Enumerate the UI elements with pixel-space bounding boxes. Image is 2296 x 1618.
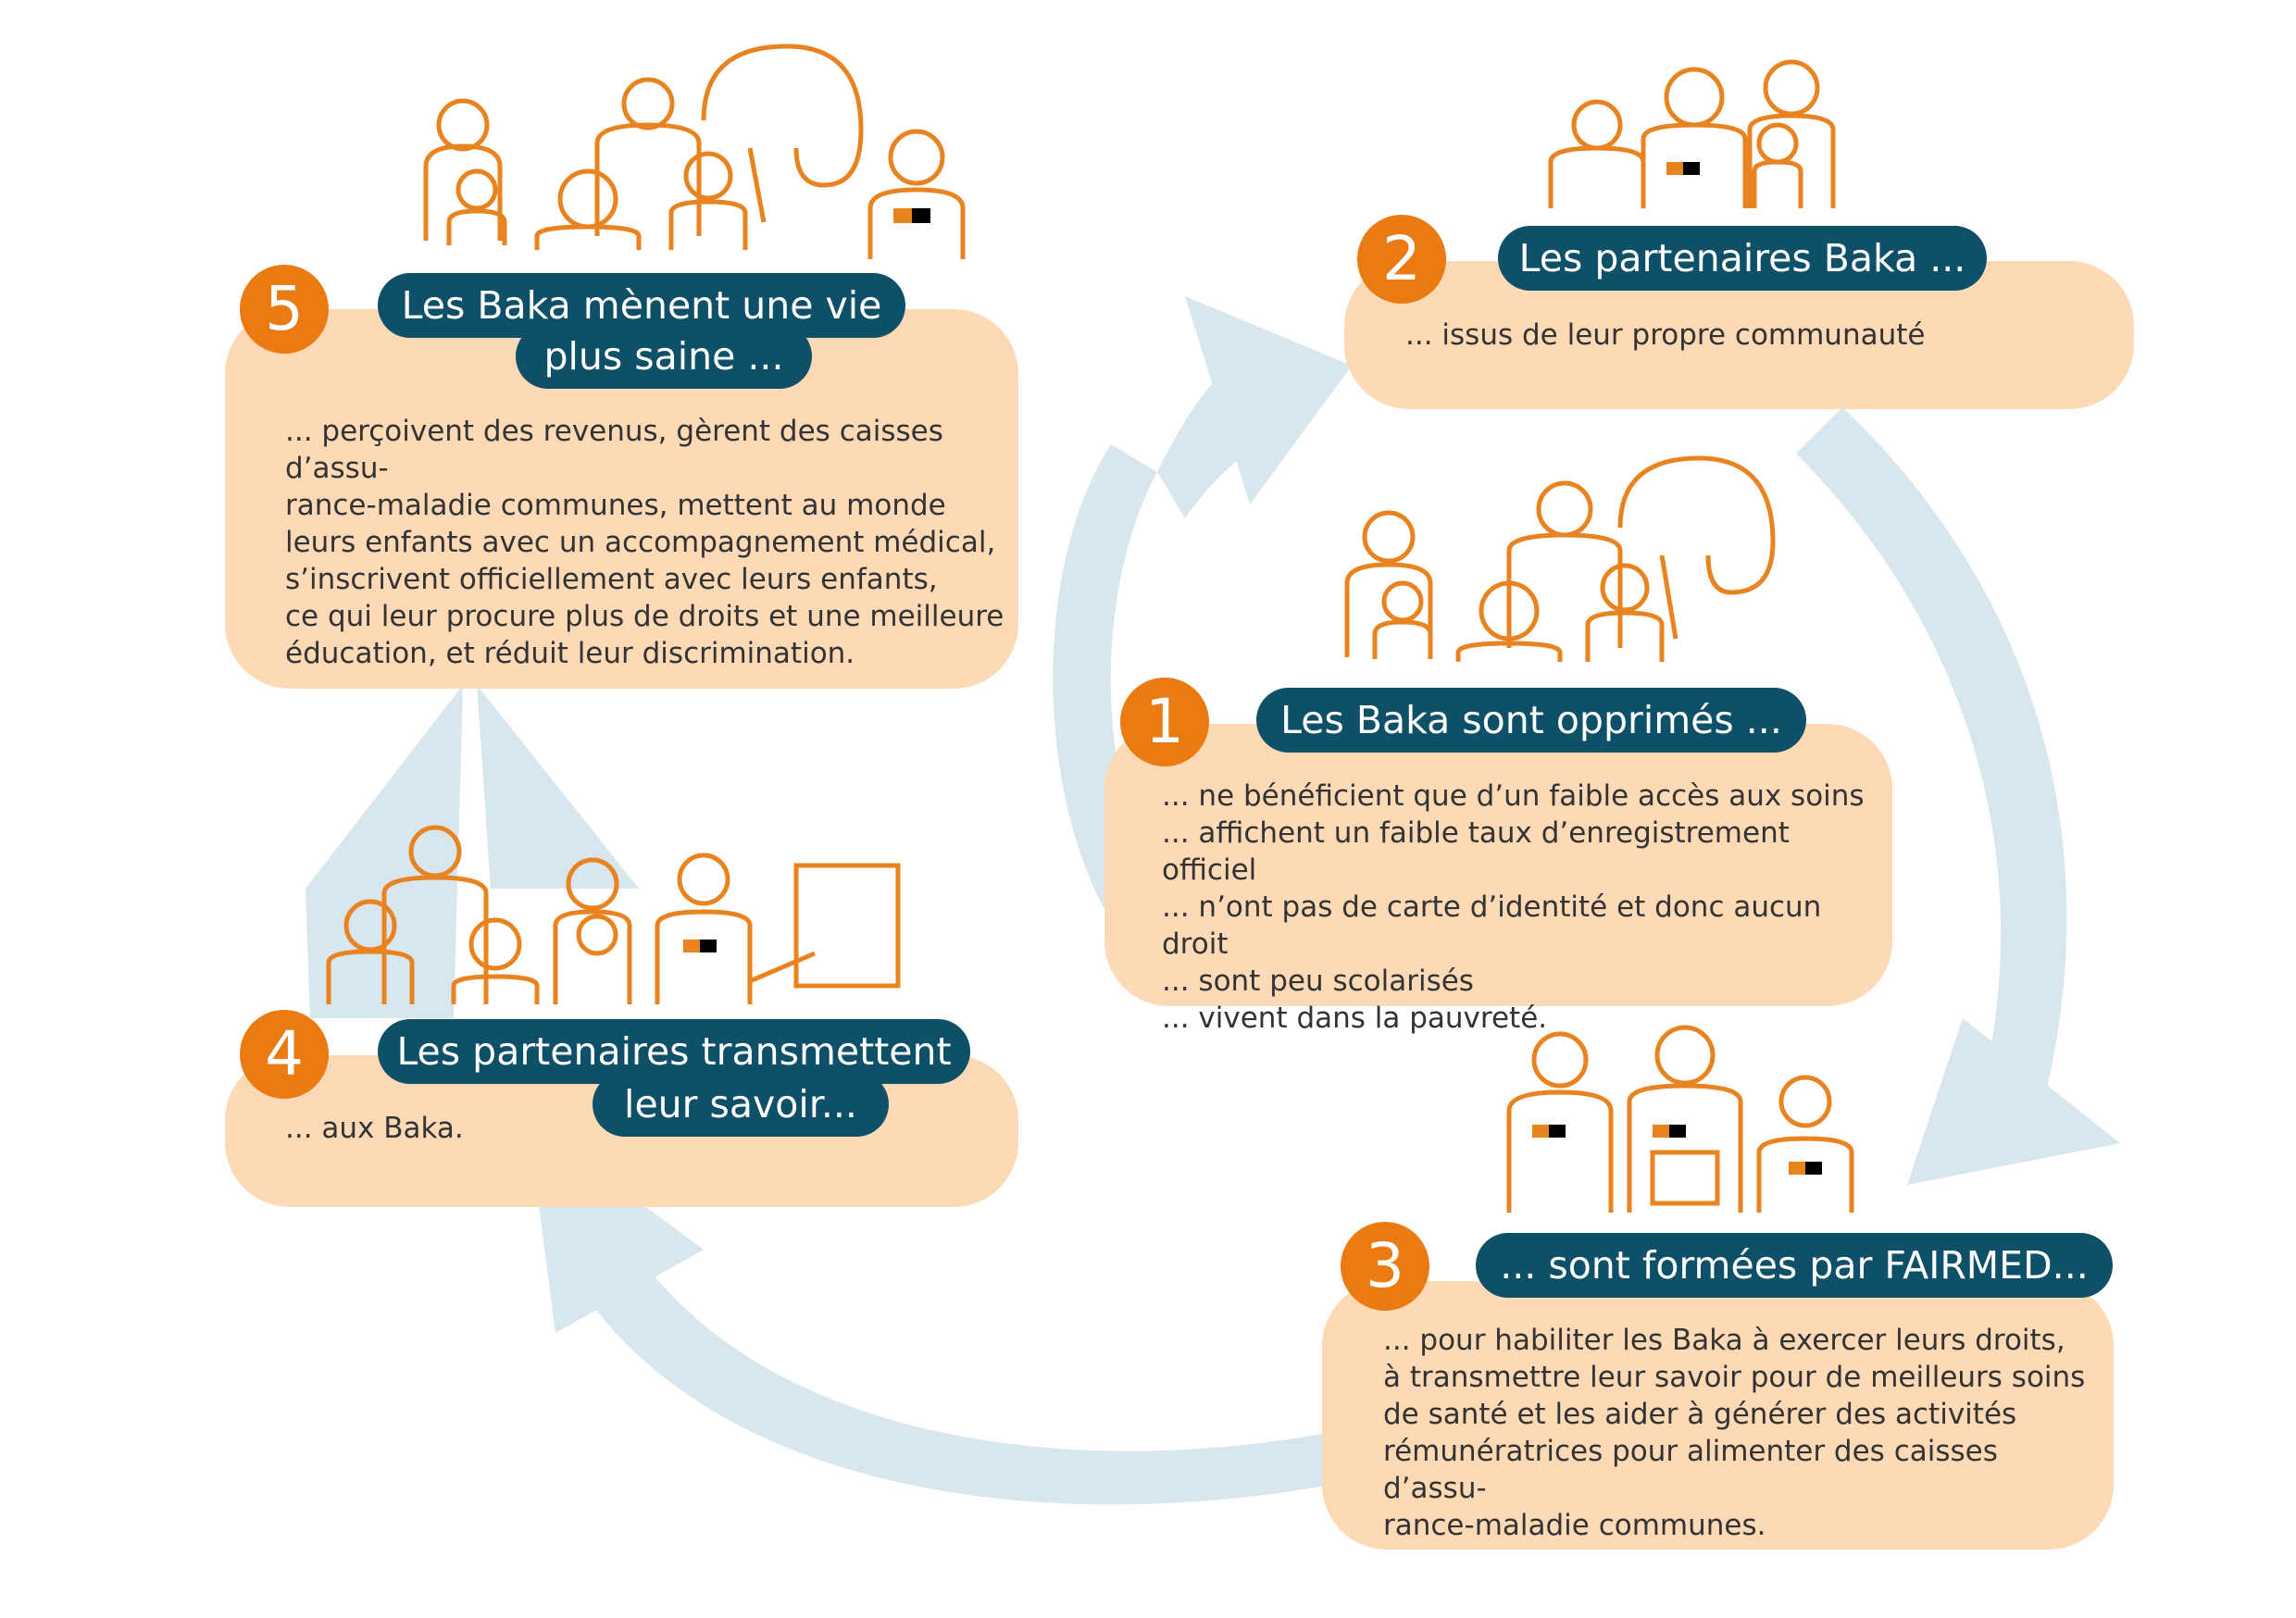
step-1-number-badge: 1 [1120,678,1209,766]
step-5-text: ... perçoivent des revenus, gèrent des c… [285,415,1004,670]
arrow-to-step-2 [1053,296,1352,935]
partners-group-icon [1548,59,1836,208]
arrow-to-step-3 [1796,407,2120,1185]
step-3-box [1322,1281,2114,1550]
step-4-title-line1: Les partenaires transmettent [378,1019,970,1084]
arrow-to-step-5 [306,685,639,1018]
step-2-text: ... issus de leur propre communauté [1405,318,1926,352]
step-5-title-line2: plus saine ... [516,324,812,389]
step-2-number-badge: 2 [1357,215,1446,304]
step-4-text: ... aux Baka. [285,1112,464,1145]
step-4-number-badge: 4 [240,1010,329,1099]
step-5-number-badge: 5 [240,265,329,354]
step-4-title-line2: leur savoir... [593,1072,889,1137]
sad-family-icon [1344,455,1776,662]
step-1-text: ... ne bénéficient que d’un faible accès… [1162,779,1865,1035]
step-3-text: ... pour habiliter les Baka à exercer le… [1383,1324,2086,1542]
training-group-icon [1506,1025,1854,1213]
step-1-box [1104,724,1892,1006]
happy-family-icon [423,44,966,259]
step-3-number-badge: 3 [1341,1222,1429,1311]
step-3-title: ... sont formées par FAIRMED... [1476,1233,2113,1298]
step-1-title: Les Baka sont opprimés ... [1256,688,1806,753]
teaching-group-icon [326,825,901,1004]
step-2-title: Les partenaires Baka ... [1498,226,1987,291]
